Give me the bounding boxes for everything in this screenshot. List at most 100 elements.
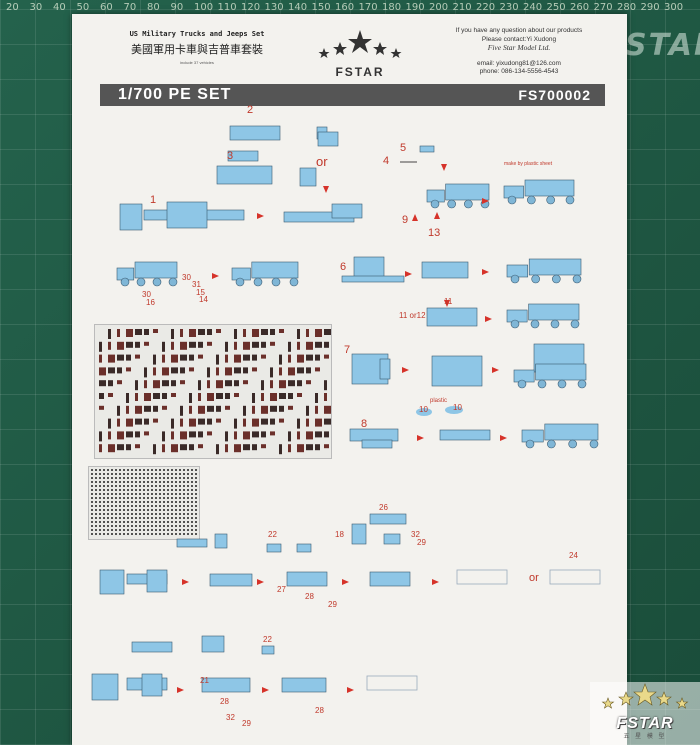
pe-part-outline [261, 418, 268, 425]
pe-wheel-dot [191, 489, 193, 491]
pe-wheel-dot [159, 477, 161, 479]
pe-wheel-dot [183, 509, 185, 511]
pe-part-outline [189, 354, 194, 361]
pe-wheel-dot [131, 477, 133, 479]
wheel-icon [572, 274, 582, 284]
pe-part-outline [180, 405, 183, 416]
pe-wheel-dot [171, 469, 173, 471]
pe-part-outline [234, 431, 237, 440]
pe-part-outline [225, 393, 230, 399]
pe-wheel-dot [159, 481, 161, 483]
pe-wheel-dot [147, 505, 149, 507]
pe-part-outline [216, 354, 219, 365]
pe-part-outline [126, 354, 131, 361]
pe-wheel-dot [139, 521, 141, 523]
pe-wheel-dot [175, 477, 177, 479]
part-number: 22 [263, 635, 272, 644]
pe-wheel-dot [99, 485, 101, 487]
pe-wheel-dot [119, 529, 121, 531]
pe-part-outline [306, 380, 311, 385]
pe-part-outline [306, 329, 309, 337]
pe-wheel-dot [135, 489, 137, 491]
pe-wheel-dot [119, 501, 121, 503]
pe-wheel-dot [151, 505, 153, 507]
pe-wheel-dot [147, 489, 149, 491]
wheel-icon [120, 277, 130, 287]
wheel-icon [552, 274, 561, 284]
pe-part [131, 641, 173, 653]
pe-wheel-dot [195, 517, 197, 519]
pe-part-outline [324, 329, 331, 335]
pe-wheel-dot [195, 505, 197, 507]
ruler-mark: 270 [593, 2, 613, 13]
pe-wheel-dot [107, 493, 109, 495]
wheel-icon [531, 274, 540, 284]
pe-wheel-dot [167, 501, 169, 503]
pe-wheel-dot [103, 533, 105, 535]
pe-wheel-dot [139, 533, 141, 535]
pe-part-outline [261, 380, 264, 391]
pe-wheel-dot [103, 473, 105, 475]
pe-wheel-dot [103, 513, 105, 515]
pe-wheel-dot [183, 517, 185, 519]
pe-wheel-dot [95, 493, 97, 495]
pe-wheel-dot [163, 469, 165, 471]
contact-email: email: yixudong81@126.com [477, 59, 561, 67]
pe-wheel-dot [131, 481, 133, 483]
pe-wheel-dot [107, 533, 109, 535]
pe-wheel-dot [107, 501, 109, 503]
wheel-icon [136, 277, 146, 287]
pe-wheel-dot [111, 497, 113, 499]
pe-part-outline [126, 418, 133, 427]
plastic-label: plastic [430, 398, 448, 404]
pe-wheel-dot [139, 517, 141, 519]
ruler-mark: 80 [147, 2, 160, 13]
pe-part-outline [288, 405, 293, 410]
plastic-part [445, 406, 463, 414]
pe-wheel-dot [135, 525, 137, 527]
ruler-mark: 260 [570, 2, 590, 13]
pe-wheel-dot [127, 489, 129, 491]
pe-wheel-dot [111, 529, 113, 531]
arrow-icon [444, 300, 450, 307]
pe-part-outline [216, 329, 221, 333]
pe-wheel-dot [179, 501, 181, 503]
pe-wheel-dot [143, 501, 145, 503]
pe-wheel-dot [107, 473, 109, 475]
pe-wheel-dot [163, 481, 165, 483]
pe-part [286, 571, 328, 587]
ruler-mark: 280 [617, 2, 637, 13]
pe-part [421, 261, 469, 279]
pe-part [383, 533, 401, 545]
product-title: US Military Trucks and Jeeps Set 美國軍用卡車與… [112, 30, 282, 65]
pe-part-outline [252, 367, 257, 372]
pe-wheel-dot [167, 517, 169, 519]
pe-wheel-dot [111, 509, 113, 511]
pe-part-outline [243, 341, 250, 350]
jeep-outline [456, 569, 508, 585]
pe-part-outline [288, 341, 291, 352]
pe-wheel-dot [155, 493, 157, 495]
part-number: 31 [192, 280, 201, 289]
pe-wheel-dot [135, 513, 137, 515]
pe-part-outline [234, 341, 237, 350]
pe-wheel-dot [115, 521, 117, 523]
pe-part-outline [207, 329, 212, 335]
pe-wheel-dot [115, 477, 117, 479]
pe-part-outline [324, 354, 329, 359]
pe-wheel-dot [127, 501, 129, 503]
pe-part-outline [153, 380, 160, 389]
pe-part-outline [99, 380, 106, 387]
pe-wheel-dot [95, 529, 97, 531]
pe-wheel-dot [155, 477, 157, 479]
pe-wheel-dot [135, 505, 137, 507]
pe-wheel-dot [187, 505, 189, 507]
pe-wheel-dot [163, 501, 165, 503]
pe-wheel-dot [119, 525, 121, 527]
pe-wheel-dot [127, 469, 129, 471]
pe-wheel-dot [187, 469, 189, 471]
pe-part-outline [135, 405, 142, 414]
pe-wheel-dot [99, 533, 101, 535]
pe-wheel-dot [95, 521, 97, 523]
pe-wheel-dot [171, 501, 173, 503]
